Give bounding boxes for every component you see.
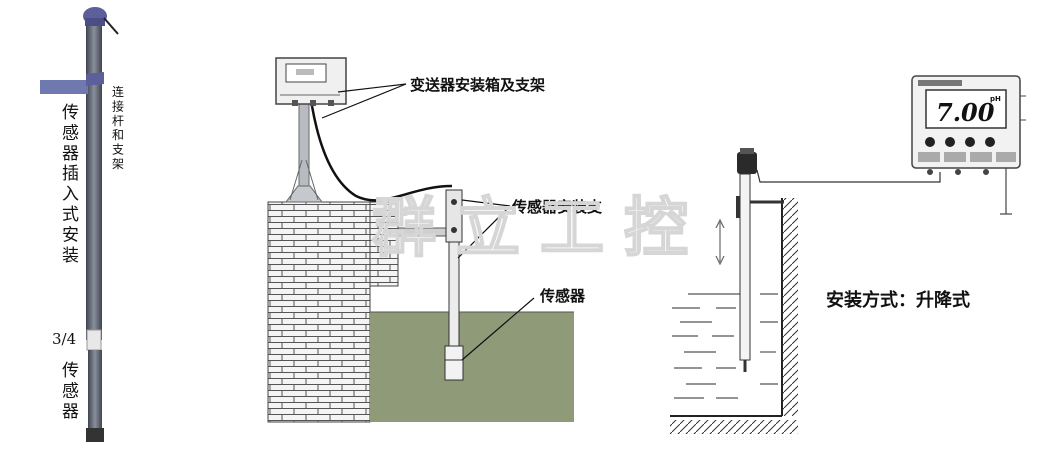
install-label: 传感器插入式安装 — [62, 103, 79, 266]
meter-cable — [756, 169, 941, 183]
water-tank — [370, 312, 574, 422]
sensor-body — [88, 350, 102, 434]
watermark: 群立工控 — [372, 192, 708, 266]
sensor-cable — [310, 105, 453, 202]
meter-button[interactable] — [925, 137, 935, 147]
meter-button[interactable] — [945, 137, 955, 147]
lift-sensor-head — [737, 152, 757, 174]
left-panel: 连接杆和支架 传感器插入式安装 3/4 传感器 — [40, 7, 124, 442]
up-down-arrow-icon — [715, 218, 725, 266]
install-mode-label: 安装方式：升降式 — [826, 289, 970, 311]
middle-panel: 变送器安装箱及支架 传感器安装支 传感器 — [267, 57, 603, 423]
cable-icon — [103, 17, 119, 35]
right-panel: 7.00 pH 安装方式：升降式 — [670, 75, 1026, 434]
brick-wall — [267, 201, 371, 423]
meter-button[interactable] — [965, 137, 975, 147]
sensor-probe — [444, 345, 464, 381]
transmitter-label: 变送器安装箱及支架 — [410, 76, 545, 94]
meter-display — [925, 89, 1007, 129]
bracket-label: 传感器安装支 — [511, 198, 603, 216]
sensor-label-middle: 传感器 — [539, 287, 586, 305]
lift-sensor-rod — [739, 173, 751, 361]
meter-button[interactable] — [985, 137, 995, 147]
rod-label: 连接杆和支架 — [112, 84, 124, 171]
meter-reading: 7.00 — [936, 98, 995, 127]
connecting-rod — [86, 22, 102, 340]
tank-wall-hatch — [782, 198, 798, 416]
mounting-bracket — [40, 80, 88, 94]
sensor-label-left: 传感器 — [62, 361, 79, 422]
water-surface — [672, 293, 778, 399]
meter-unit: pH — [990, 95, 1001, 103]
sensor-tip — [86, 428, 104, 442]
size-label: 3/4 — [52, 330, 76, 348]
lower-rod — [86, 329, 102, 351]
